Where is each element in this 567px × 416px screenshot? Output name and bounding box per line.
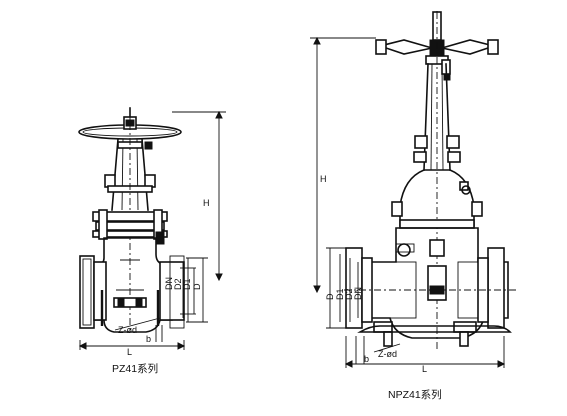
pz41-dim-l-label: L (127, 347, 132, 357)
npz41-valve: H L D D1 D2 DN Z-ød b NPZ41系列 (310, 11, 516, 401)
npz41-caption: NPZ41系列 (388, 388, 442, 401)
pz41-dim-zd-label: Z-ød (118, 325, 137, 335)
pz41-dim-d1-label: D1 (182, 278, 192, 290)
npz41-dim-dn-label: DN (353, 287, 363, 300)
pz41-dim-d-label: D (192, 283, 202, 290)
npz41-dim-b-label: b (364, 354, 369, 364)
npz41-dim-l-label: L (422, 364, 427, 374)
pz41-dim-b-label: b (146, 334, 151, 344)
pz41-dim-d2-label: D2 (173, 278, 183, 290)
pz41-bonnet (92, 209, 168, 245)
pz41-dimensions: H L DN D2 D1 D Z-ød b (78, 110, 226, 357)
pz41-body (79, 237, 185, 333)
npz41-dim-d2-label: D2 (344, 288, 354, 300)
pz41-dim-dn-label: DN (164, 277, 174, 290)
npz41-dim-d1-label: D1 (335, 288, 345, 300)
npz41-dim-zd-label: Z-ød (378, 349, 397, 359)
npz41-body (344, 227, 516, 347)
npz41-dimensions: H L D D1 D2 DN Z-ød b (310, 36, 506, 374)
npz41-dim-h-label: H (320, 174, 327, 184)
pz41-valve: H L DN D2 D1 D Z-ød b PZ41系列 (78, 107, 226, 375)
npz41-dim-d-label: D (325, 293, 335, 300)
pz41-caption: PZ41系列 (112, 362, 158, 375)
pz41-dim-h-label: H (203, 198, 210, 208)
